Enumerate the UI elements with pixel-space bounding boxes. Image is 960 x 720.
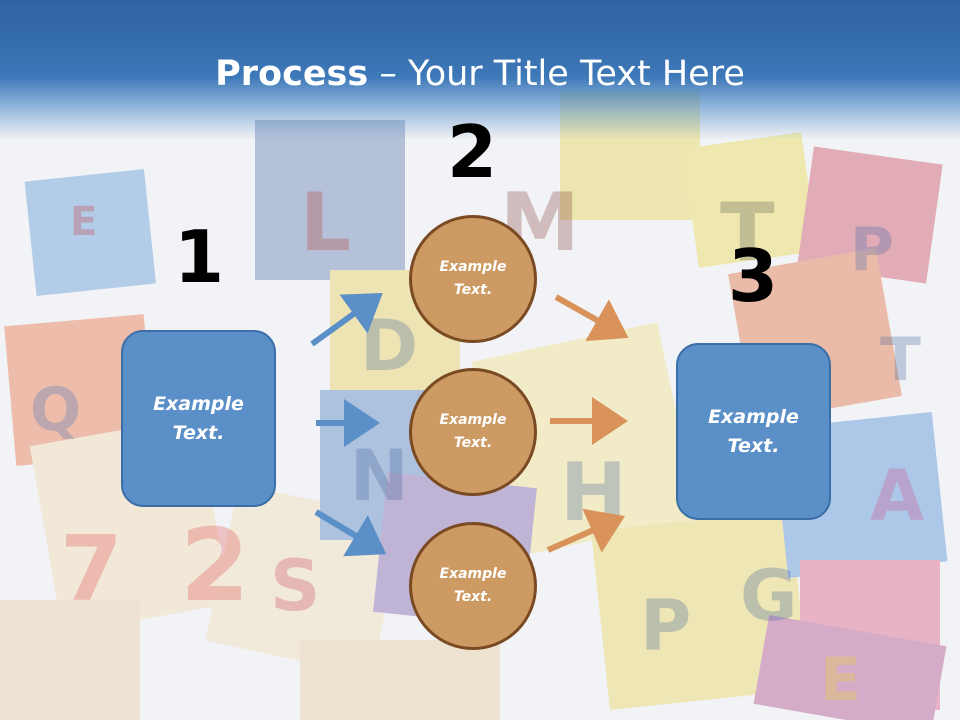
- blue-arrow-up: [310, 292, 383, 347]
- svg-text:7: 7: [60, 517, 123, 622]
- left-text-box: Example Text.: [121, 330, 276, 507]
- step-number-2: 2: [446, 110, 498, 194]
- circle-middle: Example Text.: [409, 368, 537, 496]
- title-rest: – Your Title Text Here: [368, 54, 745, 94]
- svg-text:S: S: [270, 545, 320, 627]
- svg-text:E: E: [820, 645, 861, 715]
- svg-text:2: 2: [180, 507, 250, 624]
- svg-text:A: A: [870, 455, 924, 537]
- right-text-box: Example Text.: [676, 343, 831, 520]
- orange-arrow-down: [554, 294, 629, 342]
- orange-arrow-up: [546, 508, 625, 553]
- svg-text:P: P: [640, 585, 691, 667]
- circle-bottom: Example Text.: [409, 522, 537, 650]
- svg-text:P: P: [850, 215, 894, 285]
- title-bar: [0, 0, 960, 140]
- page-title: Process – Your Title Text Here: [0, 52, 960, 96]
- svg-text:Q: Q: [30, 375, 81, 445]
- svg-text:L: L: [300, 176, 351, 269]
- svg-text:N: N: [350, 435, 409, 517]
- circle-top: Example Text.: [409, 215, 537, 343]
- svg-text:T: T: [720, 186, 775, 279]
- svg-text:T: T: [880, 325, 921, 395]
- title-bold: Process: [215, 54, 369, 94]
- step-number-3: 3: [727, 234, 779, 318]
- svg-text:E: E: [70, 199, 97, 245]
- blue-arrow-down: [314, 509, 387, 557]
- svg-text:G: G: [740, 555, 797, 637]
- step-number-1: 1: [173, 215, 225, 299]
